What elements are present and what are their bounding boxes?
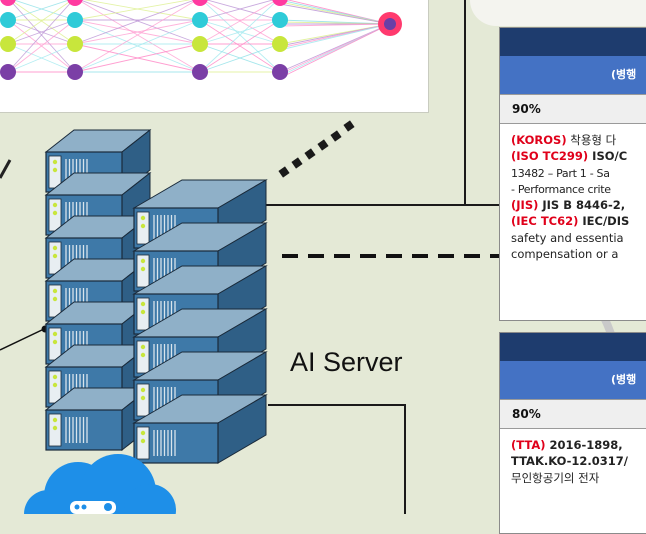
left-solid-connector xyxy=(0,328,45,351)
standard-line: - Performance crite xyxy=(511,181,646,197)
card-2-percent: 80% xyxy=(500,399,646,429)
network-node xyxy=(272,64,288,80)
standard-line: (ISO TC299) ISO/C xyxy=(511,148,646,164)
standard-text: ISO/C xyxy=(588,149,628,164)
background-blob xyxy=(470,0,646,26)
standard-line: (IEC TC62) IEC/DIS xyxy=(511,213,646,229)
standard-line: (JIS) JIS B 8446-2, xyxy=(511,197,646,213)
standard-line: (KOROS) 착용형 다 xyxy=(511,132,646,148)
standard-line: compensation or a xyxy=(511,246,646,262)
ai-server-label: AI Server xyxy=(290,347,403,377)
standard-org-tag: (IEC TC62) xyxy=(511,214,579,229)
standard-line: 무인항공기의 전자 xyxy=(511,470,646,486)
left-dash-connector xyxy=(0,159,12,179)
server-rack-icon xyxy=(44,128,268,464)
card-2-standards-list: (TTA) 2016-1898,TTAK.KO-12.0317/무인항공기의 전… xyxy=(500,429,646,486)
network-node xyxy=(272,12,288,28)
standard-card-2: (병행 80% (TTA) 2016-1898,TTAK.KO-12.0317/… xyxy=(499,332,646,534)
network-node xyxy=(67,36,83,52)
standard-line: 13482 – Part 1 - Sa xyxy=(511,165,646,181)
connector-lines xyxy=(0,0,499,514)
standard-text: compensation or a xyxy=(511,247,619,262)
network-node xyxy=(192,12,208,28)
standard-text: safety and essentia xyxy=(511,230,624,245)
standard-text: 착용형 다 xyxy=(566,133,617,147)
card-2-header: (병행 xyxy=(500,361,646,399)
network-node xyxy=(0,0,16,6)
card-2-header-bar xyxy=(500,333,646,361)
standard-line: TTAK.KO-12.0317/ xyxy=(511,453,646,469)
standard-org-tag: (ISO TC299) xyxy=(511,149,589,164)
standard-line: (TTA) 2016-1898, xyxy=(511,437,646,453)
standard-text: JIS B 8446-2, xyxy=(538,198,626,213)
network-node xyxy=(67,64,83,80)
network-node xyxy=(192,36,208,52)
standard-text: IEC/DIS xyxy=(578,214,630,229)
standard-line: safety and essentia xyxy=(511,230,646,246)
neural-network-panel xyxy=(0,0,429,113)
network-node xyxy=(192,0,208,6)
cloud-icon xyxy=(24,454,176,514)
standard-org-tag: (KOROS) xyxy=(511,133,567,147)
network-node xyxy=(67,0,83,6)
network-node xyxy=(67,12,83,28)
network-node xyxy=(0,12,16,28)
standard-text: 무인항공기의 전자 xyxy=(511,470,600,485)
dotted-connector xyxy=(278,120,355,178)
network-node xyxy=(272,0,288,6)
network-node xyxy=(0,36,16,52)
standard-org-tag: (JIS) xyxy=(511,198,539,213)
neural-network-icon xyxy=(0,0,402,80)
connector-card2-line xyxy=(268,404,406,514)
standard-text: 13482 – Part 1 - Sa xyxy=(511,166,610,180)
standard-text: TTAK.KO-12.0317/ xyxy=(511,454,628,469)
standard-text: 2016-1898, xyxy=(545,438,623,452)
card-1-header-bar xyxy=(500,28,646,56)
network-node xyxy=(0,64,16,80)
standard-org-tag: (TTA) xyxy=(511,438,546,452)
card-1-percent: 90% xyxy=(500,94,646,124)
card-1-header: (병행 xyxy=(500,56,646,94)
network-node xyxy=(192,64,208,80)
network-node xyxy=(272,36,288,52)
standard-text: - Performance crite xyxy=(511,182,611,196)
